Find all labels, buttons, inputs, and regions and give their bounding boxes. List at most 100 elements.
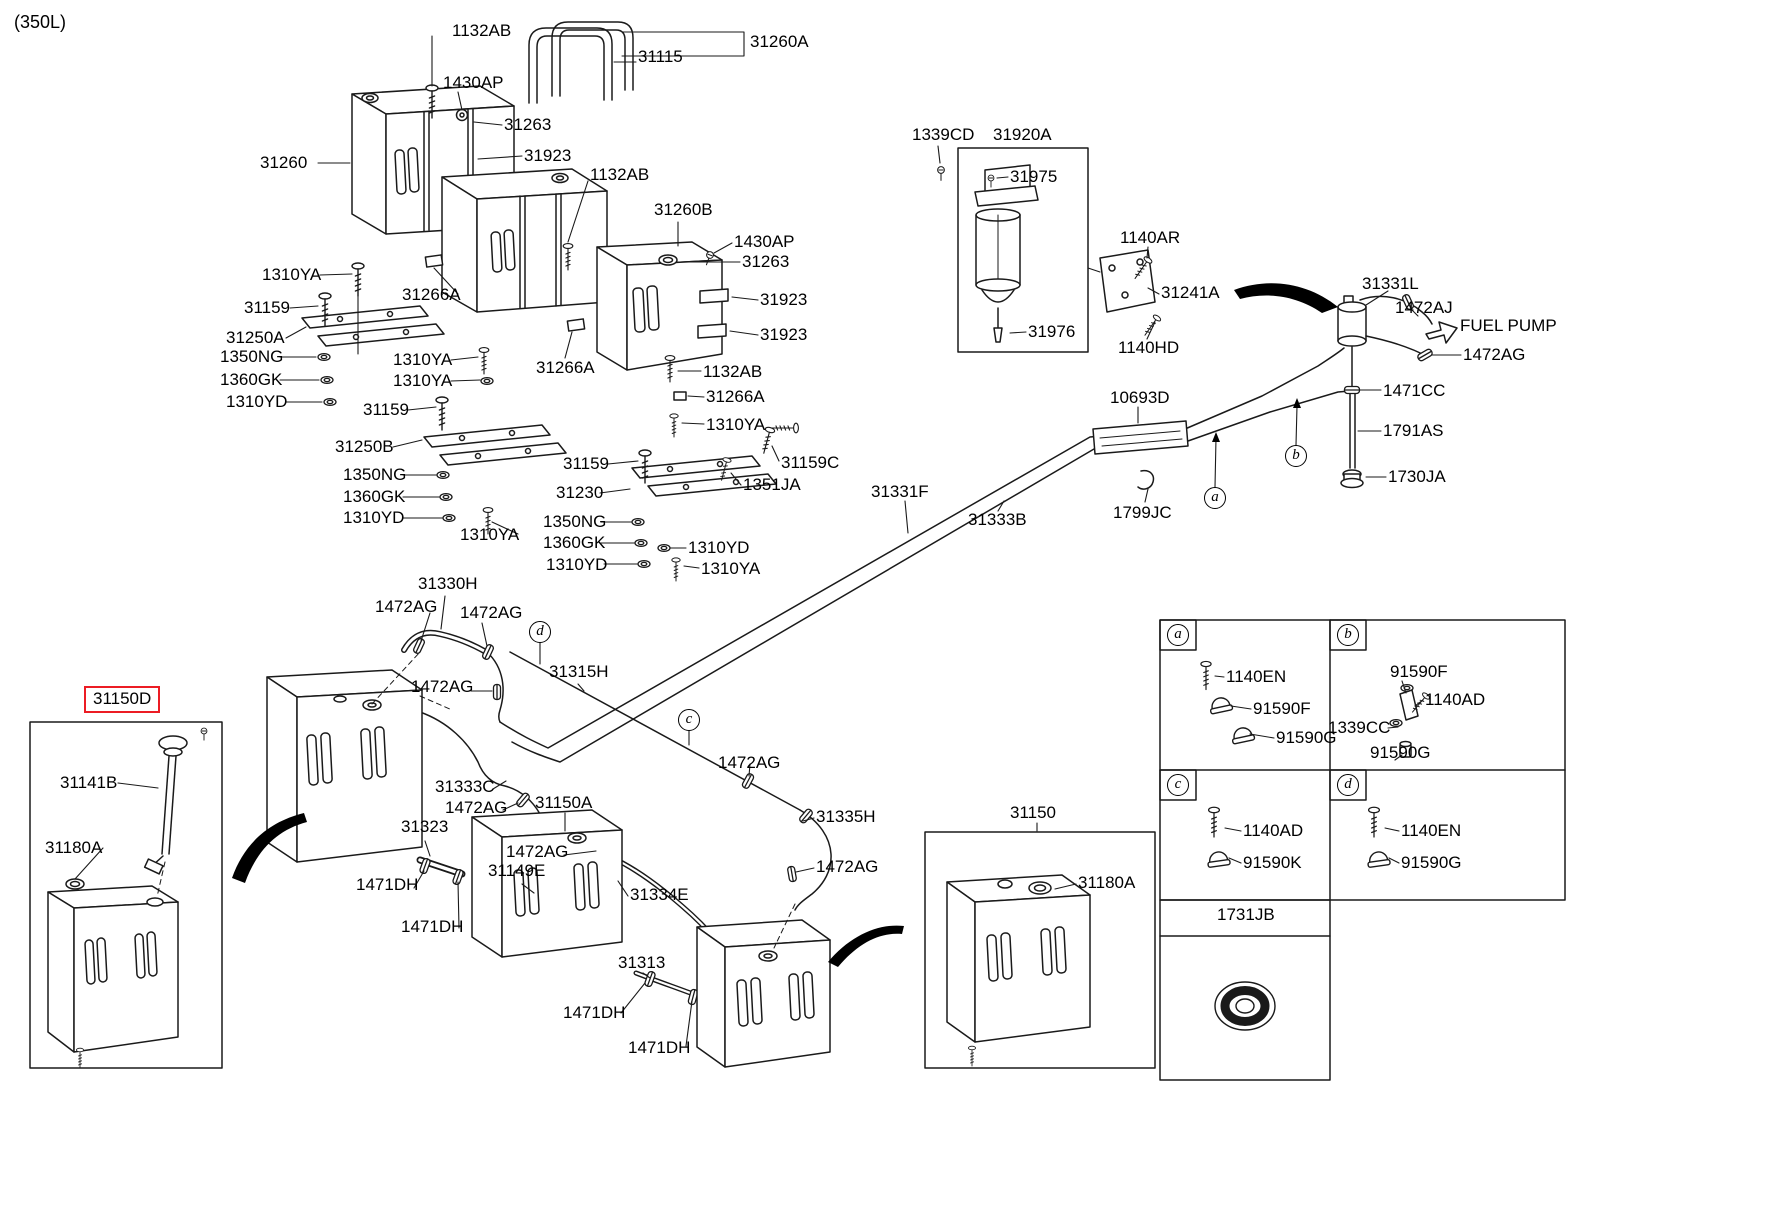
part-label-1730ja[interactable]: 1730JA [1388,467,1446,486]
part-label-1471cc[interactable]: 1471CC [1383,381,1446,400]
part-label-31266a[interactable]: 31266A [536,358,595,377]
part-label-1472ag[interactable]: 1472AG [1463,345,1526,364]
part-label-31923[interactable]: 31923 [524,146,572,165]
part-label-1360gk[interactable]: 1360GK [220,370,283,389]
part-label-10693d[interactable]: 10693D [1110,388,1170,407]
part-label-31266a[interactable]: 31266A [402,285,461,304]
part-label-1310ya[interactable]: 1310YA [393,350,453,369]
part-label-1339cd[interactable]: 1339CD [912,125,975,144]
legend-part-label-1731jb[interactable]: 1731JB [1217,905,1275,924]
part-label-31333c[interactable]: 31333C [435,777,495,796]
part-label-1310yd[interactable]: 1310YD [343,508,405,527]
part-label-31333b[interactable]: 31333B [968,510,1027,529]
part-label-31149e[interactable]: 31149E [488,861,546,880]
part-label-1310yd[interactable]: 1310YD [688,538,750,557]
part-label-31330h[interactable]: 31330H [418,574,478,593]
part-label-1132ab[interactable]: 1132AB [703,362,763,381]
part-label-31150d[interactable]: 31150D [84,686,161,713]
part-label-1430ap[interactable]: 1430AP [443,73,504,92]
legend-part-label-91590g[interactable]: 91590G [1370,743,1431,762]
part-label-31159[interactable]: 31159 [363,400,410,419]
part-label-1310yd[interactable]: 1310YD [546,555,608,574]
part-label-1360gk[interactable]: 1360GK [543,533,606,552]
part-label-1132ab[interactable]: 1132AB [590,165,650,184]
part-label-1472ag[interactable]: 1472AG [460,603,523,622]
part-label-1351ja[interactable]: 1351JA [743,475,801,494]
part-label-1472ag[interactable]: 1472AG [718,753,781,772]
part-label-1140ar[interactable]: 1140AR [1120,228,1181,247]
part-label-31260b[interactable]: 31260B [654,200,713,219]
part-label-31141b[interactable]: 31141B [60,773,118,792]
legend-part-label-1140en[interactable]: 1140EN [1226,667,1287,686]
legend-part-label-91590g[interactable]: 91590G [1276,728,1337,747]
part-label-1310ya[interactable]: 1310YA [701,559,761,578]
part-label-31230[interactable]: 31230 [556,483,604,502]
part-label-fuel-pump[interactable]: FUEL PUMP [1460,316,1557,335]
part-label-31334e[interactable]: 31334E [630,885,689,904]
part-label-31975[interactable]: 31975 [1010,167,1058,186]
part-label-1471dh[interactable]: 1471DH [563,1003,626,1022]
part-label-1472ag[interactable]: 1472AG [445,798,508,817]
part-label-1472ag[interactable]: 1472AG [375,597,438,616]
part-label-31335h[interactable]: 31335H [816,807,876,826]
legend-part-label-91590g[interactable]: 91590G [1401,853,1462,872]
part-label-31180a[interactable]: 31180A [45,838,103,857]
part-label-31266a[interactable]: 31266A [706,387,765,406]
part-label-31241a[interactable]: 31241A [1161,283,1220,302]
part-label-1310ya[interactable]: 1310YA [460,525,520,544]
part-label-31263[interactable]: 31263 [504,115,552,134]
legend-part-label-91590k[interactable]: 91590K [1243,853,1302,872]
part-label-1350ng[interactable]: 1350NG [220,347,284,366]
part-label-31263[interactable]: 31263 [742,252,790,271]
part-label-31260a[interactable]: 31260A [750,32,809,51]
legend-part-label-91590f[interactable]: 91590F [1390,662,1448,681]
part-label-31159c[interactable]: 31159C [781,453,840,472]
legend-part-label-91590f[interactable]: 91590F [1253,699,1311,718]
part-label-31323[interactable]: 31323 [401,817,449,836]
part-label-31923[interactable]: 31923 [760,290,808,309]
part-label-1350ng[interactable]: 1350NG [343,465,407,484]
part-label-1310ya[interactable]: 1310YA [262,265,322,284]
part-label-1471dh[interactable]: 1471DH [628,1038,691,1057]
legend-part-label-1140en[interactable]: 1140EN [1401,821,1462,840]
legend-part-label-1140ad[interactable]: 1140AD [1425,690,1486,709]
part-label-31159[interactable]: 31159 [244,298,291,317]
part-label-31180a[interactable]: 31180A [1078,873,1136,892]
part-label-31159[interactable]: 31159 [563,454,610,473]
part-label-31923[interactable]: 31923 [760,325,808,344]
part-label-31260[interactable]: 31260 [260,153,308,172]
legend-part-label-1140ad[interactable]: 1140AD [1243,821,1304,840]
part-label-1472ag[interactable]: 1472AG [506,842,569,861]
part-label-1310yd[interactable]: 1310YD [226,392,288,411]
legend-part-label-1339cc[interactable]: 1339CC [1328,718,1391,737]
part-label-31250a[interactable]: 31250A [226,328,285,347]
part-label-1471dh[interactable]: 1471DH [356,875,419,894]
part-label-31115[interactable]: 31115 [638,47,683,66]
part-label-31331l[interactable]: 31331L [1362,274,1419,293]
part-label-1350ng[interactable]: 1350NG [543,512,607,531]
part-label-1791as[interactable]: 1791AS [1383,421,1444,440]
part-label-31315h[interactable]: 31315H [549,662,609,681]
part-label-1360gk[interactable]: 1360GK [343,487,406,506]
part-label-1799jc[interactable]: 1799JC [1113,503,1172,522]
part-label-31976[interactable]: 31976 [1028,322,1076,341]
part-label-1310ya[interactable]: 1310YA [393,371,453,390]
grommet-1730JA [1340,469,1364,489]
part-label-31150[interactable]: 31150 [1010,803,1057,822]
part-label-1140hd[interactable]: 1140HD [1118,338,1180,357]
part-label-31150a[interactable]: 31150A [535,793,593,812]
part-label-31313[interactable]: 31313 [618,953,666,972]
part-label-1472aj[interactable]: 1472AJ [1395,298,1453,317]
part-label-1430ap[interactable]: 1430AP [734,232,795,251]
part-label-31331f[interactable]: 31331F [871,482,929,501]
fuel-line-31315H [509,651,832,911]
part-label-31250b[interactable]: 31250B [335,437,394,456]
fuel-filter-assembly-31920A [937,147,1089,353]
part-label-1471dh[interactable]: 1471DH [401,917,464,936]
part-label-1472ag[interactable]: 1472AG [411,677,474,696]
part-label-31920a[interactable]: 31920A [993,125,1052,144]
part-label-1472ag[interactable]: 1472AG [816,857,879,876]
part-label-1132ab[interactable]: 1132AB [452,21,512,40]
part-label-1310ya[interactable]: 1310YA [706,415,766,434]
